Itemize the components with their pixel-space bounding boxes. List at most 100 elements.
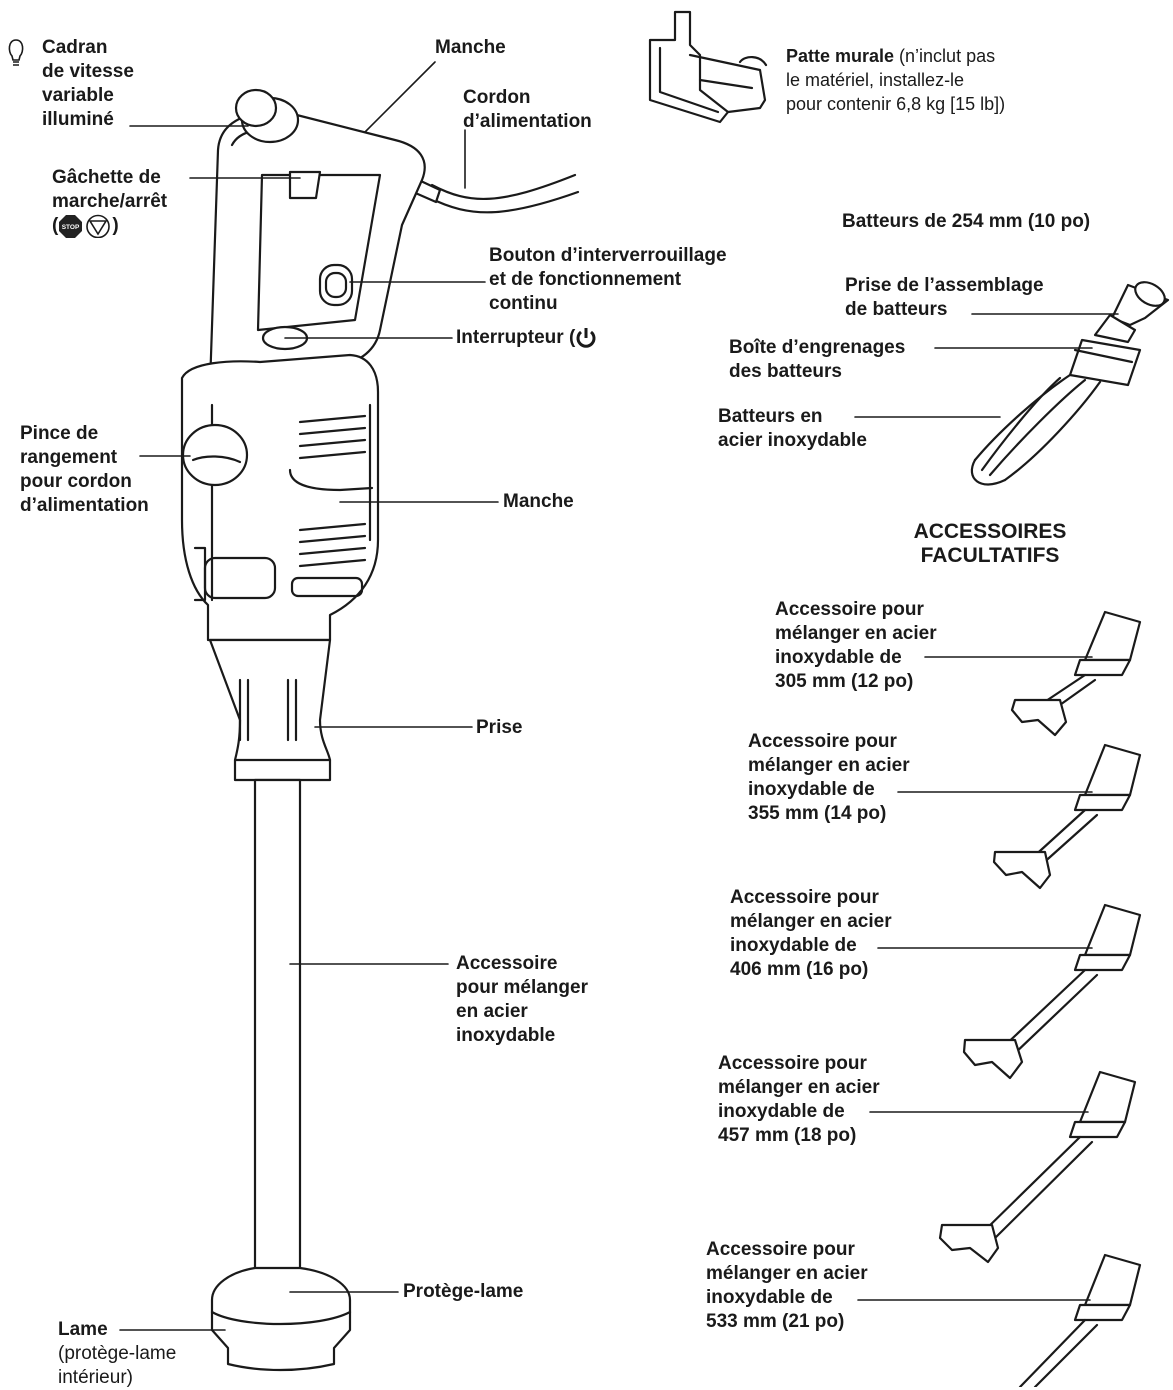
label-line: Cordon — [463, 87, 531, 108]
label-line: Accessoire pour — [775, 599, 924, 620]
label-line: illuminé — [42, 109, 114, 130]
label-line: 305 mm (12 po) — [775, 671, 914, 692]
label-attachment-533: Accessoire pour mélanger en acier inoxyd… — [706, 1238, 868, 1334]
label-whisk-beaters: Batteurs en acier inoxydable — [718, 405, 867, 453]
label-line: des batteurs — [729, 361, 842, 382]
label-line: mélanger en acier — [706, 1263, 868, 1284]
label-whisk-gearbox: Boîte d’engrenages des batteurs — [729, 336, 905, 384]
leader-lines — [119, 61, 1119, 1331]
label-line: Patte murale (n’inclut pas — [786, 44, 1005, 68]
label-normal-part: (n’inclut pas — [894, 46, 996, 66]
label-line: Accessoire pour — [730, 887, 879, 908]
label-speed-dial: Cadran de vitesse variable illuminé — [42, 36, 134, 132]
label-handle-top: Manche — [435, 37, 506, 58]
cord-clip — [181, 423, 249, 487]
label-trigger: Gâchette de marche/arrêt (STOP) — [52, 166, 167, 238]
trigger-symbols: (STOP) — [52, 214, 119, 238]
triangle-down-icon — [86, 214, 111, 238]
label-whisk-title: Batteurs de 254 mm (10 po) — [842, 211, 1091, 232]
label-line: pour mélanger — [456, 977, 588, 998]
label-line: Accessoire — [456, 953, 558, 974]
label-line: inoxydable de — [775, 647, 902, 668]
label-line: Interrupteur ( — [456, 327, 576, 348]
vent-slots — [290, 414, 367, 598]
label-line: acier inoxydable — [718, 430, 867, 451]
label-line: marche/arrêt — [52, 191, 168, 212]
label-line: inoxydable de — [748, 779, 875, 800]
label-line: Lame — [58, 1319, 108, 1340]
attachment-533 — [1018, 1253, 1142, 1387]
power-cord — [430, 173, 577, 201]
attachment-305 — [1010, 610, 1142, 737]
attachment-illustrations — [938, 610, 1142, 1387]
label-line: inoxydable de — [718, 1101, 845, 1122]
label-blade-guard: Protège-lame — [403, 1281, 524, 1302]
label-line: et de fonctionnement — [489, 269, 682, 290]
label-line: (protège-lame — [58, 1343, 177, 1364]
svg-text:STOP: STOP — [62, 224, 80, 231]
label-line: pour cordon — [20, 471, 132, 492]
label-line: 533 mm (21 po) — [706, 1311, 845, 1332]
label-line: mélanger en acier — [775, 623, 937, 644]
stop-triangle-symbols: STOP — [59, 214, 111, 238]
label-line: Cadran — [42, 37, 108, 58]
label-line: inoxydable — [456, 1025, 556, 1046]
label-line: Accessoire pour — [718, 1053, 867, 1074]
label-attachment-406: Accessoire pour mélanger en acier inoxyd… — [730, 886, 892, 982]
label-whisk-socket: Prise de l’assemblage de batteurs — [845, 274, 1044, 322]
label-line: continu — [489, 293, 558, 314]
label-shaft: Accessoire pour mélanger en acier inoxyd… — [456, 952, 588, 1048]
label-line: pour contenir 6,8 kg [15 lb]) — [786, 94, 1006, 114]
label-attachment-355: Accessoire pour mélanger en acier inoxyd… — [748, 730, 910, 826]
label-line: Pince de — [20, 423, 99, 444]
heading-line: FACULTATIFS — [920, 544, 1060, 567]
on-off-trigger — [288, 170, 322, 200]
label-line: Batteurs en — [718, 406, 823, 427]
label-line: Bouton d’interverrouillage — [489, 245, 727, 266]
label-bold-part: Patte murale — [786, 46, 895, 66]
attachment-406 — [962, 903, 1142, 1080]
label-line: inoxydable de — [730, 935, 857, 956]
label-interlock: Bouton d’interverrouillage et de fonctio… — [489, 244, 727, 316]
label-line: Prise de l’assemblage — [845, 275, 1044, 296]
label-blade: Lame (protège-lame intérieur) — [58, 1318, 176, 1390]
label-line: de batteurs — [845, 299, 948, 320]
power-icon — [576, 327, 596, 348]
label-line: inoxydable de — [706, 1287, 833, 1308]
label-line: Gâchette de — [52, 167, 161, 188]
label-line: 457 mm (18 po) — [718, 1125, 857, 1146]
attachment-457 — [938, 1070, 1137, 1264]
label-line: le matériel, installez-le — [786, 70, 965, 90]
heading-line: ACCESSOIRES — [913, 520, 1067, 543]
attachment-355 — [992, 743, 1142, 890]
label-line: rangement — [20, 447, 118, 468]
label-line: Boîte d’engrenages — [729, 337, 906, 358]
label-line: en acier — [456, 1001, 528, 1022]
blade-guard — [210, 1266, 352, 1372]
optional-heading: ACCESSOIRES FACULTATIFS — [880, 520, 1100, 568]
motor-body — [180, 353, 380, 642]
blender-illustration — [180, 88, 580, 1372]
label-handle-mid: Manche — [503, 491, 574, 512]
interlock-button — [318, 263, 354, 307]
label-line: d’alimentation — [20, 495, 149, 516]
label-line: Accessoire pour — [706, 1239, 855, 1260]
wall-mount-illustration — [648, 10, 768, 124]
label-line: mélanger en acier — [718, 1077, 880, 1098]
label-attachment-457: Accessoire pour mélanger en acier inoxyd… — [718, 1052, 880, 1148]
label-grip: Prise — [476, 717, 523, 738]
mixing-shaft — [253, 778, 302, 1272]
label-line: mélanger en acier — [748, 755, 910, 776]
label-line: d’alimentation — [463, 111, 592, 132]
label-line: variable — [42, 85, 114, 106]
whisk-illustration — [970, 281, 1170, 486]
stop-icon: STOP — [59, 215, 83, 238]
label-line: de vitesse — [42, 61, 134, 82]
label-line: intérieur) — [58, 1367, 133, 1388]
label-switch: Interrupteur ( — [456, 326, 597, 350]
label-line: 406 mm (16 po) — [730, 959, 869, 980]
label-attachment-305: Accessoire pour mélanger en acier inoxyd… — [775, 598, 937, 694]
label-cord-clip: Pince de rangement pour cordon d’aliment… — [20, 422, 149, 518]
label-line: 355 mm (14 po) — [748, 803, 887, 824]
